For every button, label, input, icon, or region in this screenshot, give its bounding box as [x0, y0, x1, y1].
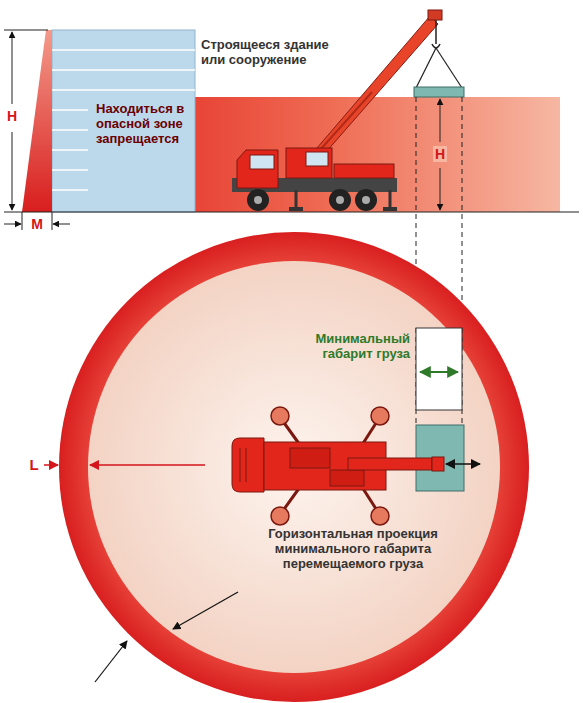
ring-width-arrows: [44, 464, 205, 466]
ground-line: [4, 211, 579, 212]
load-size-caption: Минимальный габарит груза: [280, 332, 410, 362]
load-zone: [88, 261, 500, 673]
dimension-letter: H: [5, 108, 19, 124]
danger-zone-band: Находиться в опасной зоне запрещается: [92, 99, 242, 150]
load-height-dimension: [416, 97, 462, 425]
dimension-letter: H: [433, 146, 447, 162]
building-caption: Строящееся здание или сооружение: [201, 38, 351, 68]
danger-ring: [59, 232, 529, 702]
min-load-box: [416, 328, 462, 425]
leader-arrows: [95, 592, 238, 682]
height-dimension: [4, 30, 48, 210]
crane-top-view: [232, 407, 480, 525]
dimension-letter: M: [30, 216, 44, 232]
zone-warning-text: Находиться в опасной зоне запрещается: [96, 102, 238, 147]
projection-caption: Горизонтальная проекция минимального габ…: [238, 527, 468, 572]
dimension-letter: L: [26, 456, 42, 473]
